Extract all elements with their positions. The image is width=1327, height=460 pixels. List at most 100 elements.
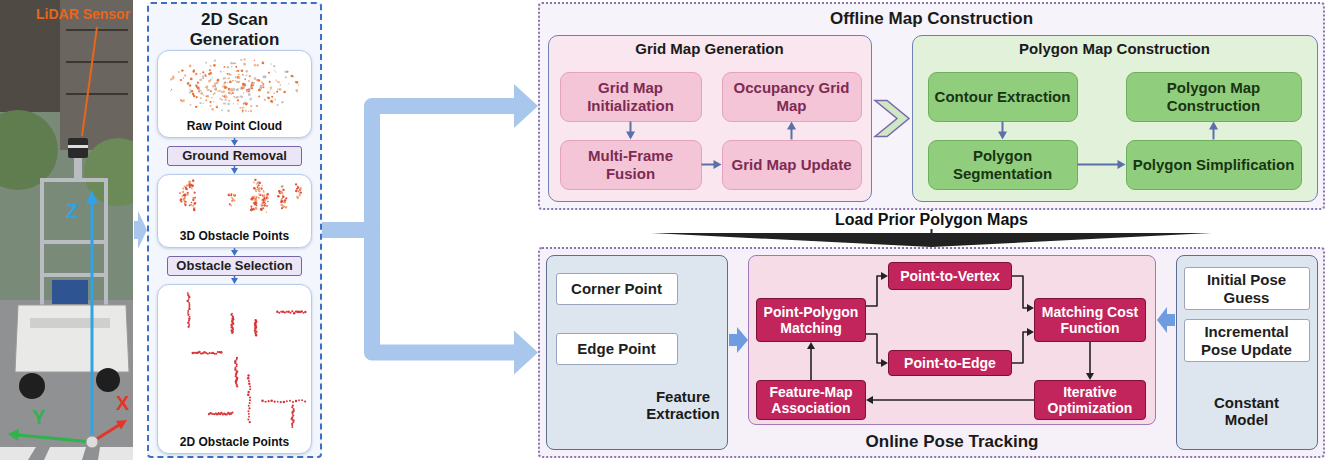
arrow-line <box>1012 332 1028 363</box>
cloud-point <box>227 82 228 83</box>
arrow-line <box>702 164 715 166</box>
cloud-point <box>252 209 253 210</box>
cloud-point <box>277 195 280 198</box>
cloud-point <box>180 198 182 200</box>
cloud-point <box>227 103 230 106</box>
cloud-point <box>234 196 236 198</box>
cloud-point <box>182 99 185 102</box>
cloud-point <box>298 399 300 401</box>
arrow-head <box>231 168 238 174</box>
cloud-point <box>255 330 257 332</box>
cloud-point <box>202 75 204 77</box>
cloud-point <box>281 192 283 194</box>
cloud-point <box>220 70 222 72</box>
box-label: Grid Map Initialization <box>567 79 695 114</box>
cloud-point <box>260 188 262 190</box>
cloud-point <box>202 78 204 80</box>
edge-label: Load Prior Polygon Maps <box>831 211 1032 229</box>
cloud-point <box>266 205 268 207</box>
cloud-point <box>268 97 270 99</box>
arrow-head <box>231 278 238 284</box>
box-label: Polygon Map Construction <box>1133 79 1295 114</box>
cloud-point <box>299 194 301 196</box>
cloud-point <box>281 200 283 202</box>
cloud-point <box>184 74 186 76</box>
cloud-point <box>232 80 233 81</box>
cloud-point <box>187 194 189 196</box>
cloud-point <box>257 106 258 107</box>
cloud-point <box>259 182 261 184</box>
flow-arrow <box>1078 160 1126 169</box>
cloud-point <box>201 92 204 95</box>
process-box: Polygon Segmentation <box>928 140 1078 190</box>
cloud-point <box>254 78 256 80</box>
cloud-point <box>242 74 244 76</box>
cloud-point <box>180 200 182 202</box>
arrow-head <box>231 140 238 146</box>
cloud-point <box>197 87 199 89</box>
cloud-point <box>254 179 256 181</box>
cloud-point <box>247 418 249 420</box>
cloud-point <box>232 92 234 94</box>
cloud-point <box>291 426 293 428</box>
cloud-point <box>214 85 216 87</box>
cloud-point <box>263 201 265 203</box>
process-box: Polygon Map Construction <box>1126 72 1302 122</box>
cloud-point <box>248 405 250 407</box>
cloud-point <box>283 206 285 208</box>
cloud-point <box>285 76 287 78</box>
cloud-point <box>227 78 229 80</box>
cloud-point <box>217 79 220 82</box>
cloud-point <box>170 79 172 81</box>
cloud-point <box>191 187 193 189</box>
cloud-point <box>199 102 201 104</box>
cloud-point <box>240 87 242 89</box>
cloud-point <box>255 328 257 330</box>
box-label: Occupancy Grid Map <box>729 79 855 114</box>
cloud-point <box>267 91 270 94</box>
cloud-point <box>186 185 188 187</box>
cloud-point <box>286 400 288 402</box>
cloud-point <box>187 292 189 294</box>
cloud-point <box>281 199 283 201</box>
process-box: Corner Point <box>556 273 678 305</box>
cloud-point <box>214 60 216 62</box>
panel-title: Grid Map Generation <box>549 40 870 57</box>
cloud-point <box>237 76 240 79</box>
cloud-point <box>233 194 236 197</box>
group-panel: Grid Map GenerationGrid Map Initializati… <box>548 35 872 202</box>
cloud-point <box>249 75 251 77</box>
cloud-point <box>242 110 244 112</box>
cloud-point <box>263 195 265 197</box>
cloud-point <box>301 399 303 401</box>
cloud-point <box>222 95 224 97</box>
label-holder: Load Prior Polygon Maps <box>831 211 1032 229</box>
flow-arrow <box>231 166 238 174</box>
cloud-point <box>249 388 251 390</box>
cloud-point <box>224 102 226 104</box>
cloud-point <box>250 110 252 112</box>
cloud-point <box>238 81 240 83</box>
cloud-point <box>236 357 238 359</box>
cloud-point <box>228 92 230 94</box>
cloud-point <box>260 204 262 206</box>
box-label: Matching Cost Function <box>1040 304 1140 336</box>
cloud-point <box>300 188 302 190</box>
cloud-point <box>215 88 217 90</box>
cloud-point <box>207 353 209 355</box>
cloud-point <box>203 77 204 78</box>
arrow-head <box>1027 304 1034 312</box>
label-holder: X <box>116 392 129 415</box>
cloud-point <box>223 71 224 72</box>
cloud-point <box>224 95 227 98</box>
cloud-point <box>224 98 226 100</box>
cloud-point <box>187 314 189 316</box>
point-cloud-image: 2D Obstacle Points <box>157 284 312 454</box>
cloud-point <box>199 79 200 80</box>
cloud-point <box>242 107 244 109</box>
cloud-point <box>266 197 268 199</box>
feature-arrow <box>729 327 748 353</box>
cloud-point <box>296 81 299 84</box>
point-cloud-image: 3D Obstacle Points <box>157 174 312 248</box>
arrow-line <box>1012 276 1028 308</box>
